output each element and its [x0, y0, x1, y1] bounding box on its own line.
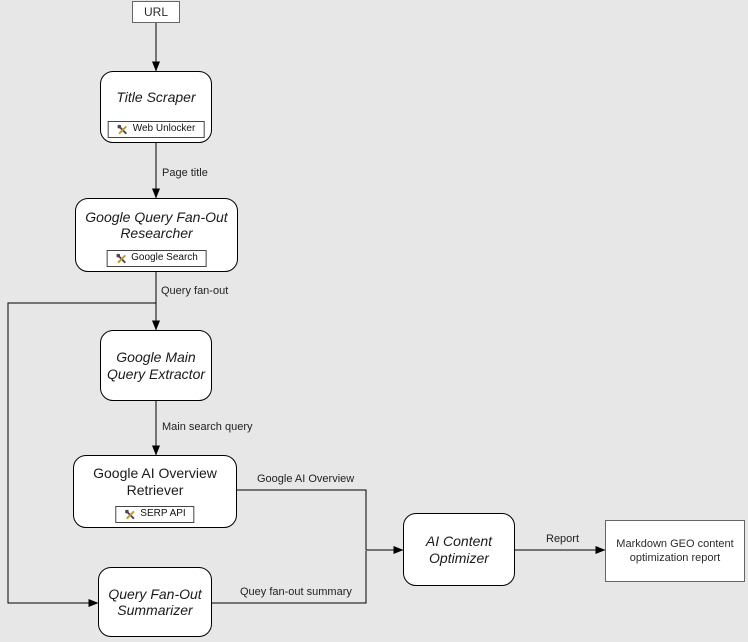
researcher-to-summarizer-edge [7, 302, 156, 607]
tool-chip-label: Google Search [131, 252, 198, 264]
node-title-line: optimization report [629, 552, 721, 564]
node-url[interactable]: URL [132, 1, 180, 23]
node-title-line: Google Query Fan-Out [85, 208, 228, 225]
node-title-report-output: Markdown GEO content optimization report [616, 537, 733, 565]
edge-label-optimizer-to-report: Report [546, 533, 580, 545]
tools-icon [116, 253, 126, 263]
node-title-title-scraper: Title Scraper [116, 89, 195, 106]
tool-chip-label: SERP API [140, 508, 186, 520]
node-title-line: Title Scraper [116, 88, 196, 105]
tools-icon [125, 509, 135, 519]
node-title-line: Optimizer [429, 549, 489, 566]
tools-icon [117, 124, 127, 134]
tool-chip-ai-overview-retriever: SERP API [115, 506, 195, 523]
summarizer-to-optimizer-edge [212, 551, 367, 604]
edge-label-extractor-to-retriever: Main search query [162, 421, 253, 433]
edge-label-summarizer-to-optimizer: Quey fan-out summary [240, 586, 352, 598]
node-title-line: AI Content [425, 533, 493, 549]
edge-label-researcher-to-extractor: Query fan-out [161, 285, 229, 297]
node-title-line: Researcher [120, 225, 193, 241]
retriever-to-optimizer-edge [237, 489, 404, 554]
node-title-line: Markdown GEO content [616, 538, 734, 550]
node-title-line: Query Extractor [106, 365, 206, 382]
tool-chip-label: Web Unlocker [132, 123, 196, 135]
node-report-output[interactable]: Markdown GEO content optimization report [605, 520, 745, 582]
tool-chip-query-fanout-researcher: Google Search [106, 250, 207, 267]
node-title-url: URL [144, 5, 168, 19]
tool-chip-title-scraper: Web Unlocker [107, 121, 205, 138]
node-title-scraper[interactable]: Title Scraper Web Unlocker [100, 71, 212, 143]
edge-label-title-scraper-to-researcher: Page title [162, 167, 208, 179]
node-title-line: Retriever [126, 481, 184, 498]
node-title-line: Query Fan-Out [108, 585, 202, 602]
node-title-line: Summarizer [117, 602, 193, 618]
node-title-line: URL [143, 5, 168, 19]
node-title-line: Google AI Overview [93, 465, 217, 481]
edge-label-retriever-to-optimizer: Google AI Overview [257, 473, 355, 485]
node-title-line: Google Main [116, 349, 196, 365]
